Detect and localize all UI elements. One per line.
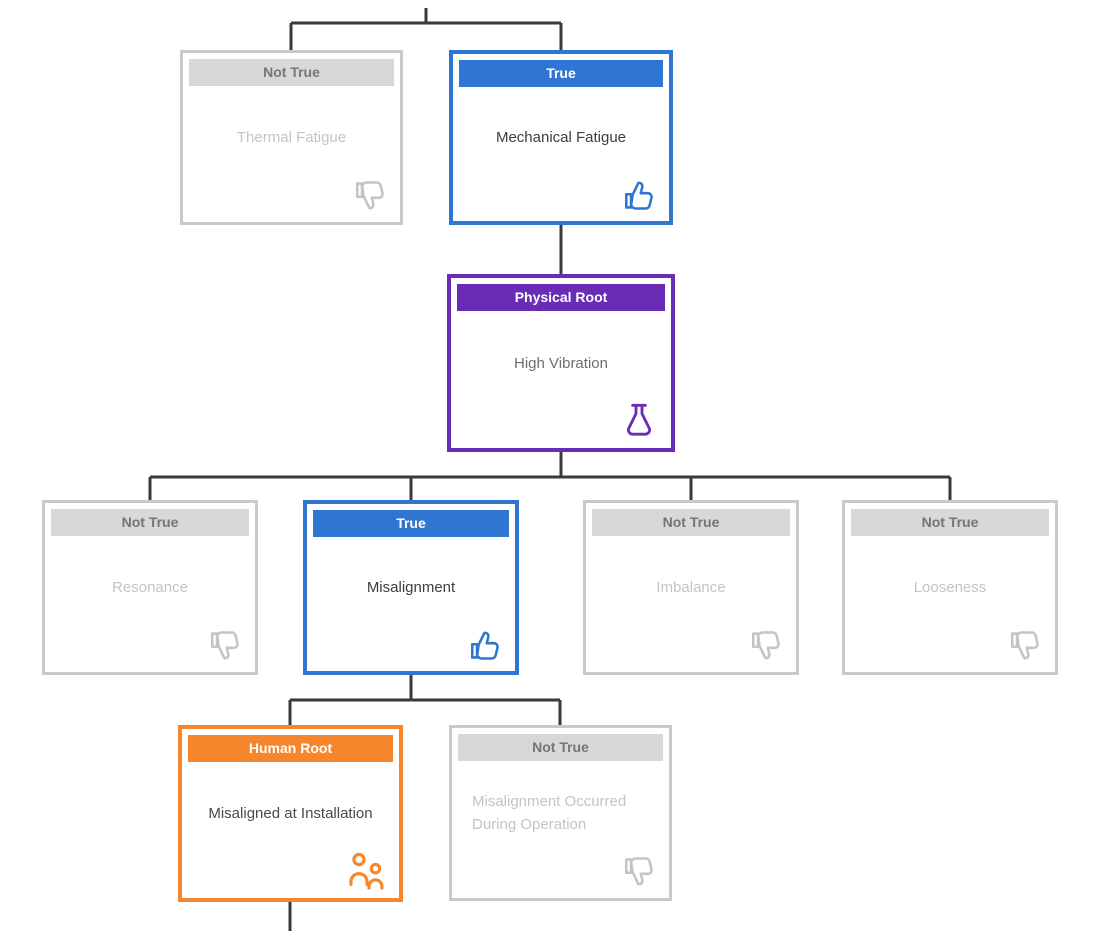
- thumbs-down-icon[interactable]: [352, 178, 388, 214]
- node-misalignment[interactable]: True Misalignment: [303, 500, 519, 675]
- node-misalignment-during-operation[interactable]: Not True Misalignment Occurred During Op…: [449, 725, 672, 901]
- thumbs-down-icon[interactable]: [207, 628, 243, 664]
- node-label: Looseness: [913, 579, 987, 596]
- node-resonance[interactable]: Not True Resonance: [42, 500, 258, 675]
- flask-icon[interactable]: [619, 400, 659, 440]
- node-thermal-fatigue[interactable]: Not True Thermal Fatigue: [180, 50, 403, 225]
- status-header: True: [313, 510, 509, 537]
- status-header: Human Root: [188, 735, 393, 762]
- node-label: Thermal Fatigue: [236, 129, 347, 146]
- thumbs-up-icon[interactable]: [467, 627, 503, 663]
- status-header: Physical Root: [457, 284, 665, 311]
- node-imbalance[interactable]: Not True Imbalance: [583, 500, 799, 675]
- node-label: Misaligned at Installation: [208, 805, 373, 822]
- status-header: True: [459, 60, 663, 87]
- node-mechanical-fatigue[interactable]: True Mechanical Fatigue: [449, 50, 673, 225]
- thumbs-down-icon[interactable]: [621, 854, 657, 890]
- node-label: Misalignment Occurred During Operation: [472, 792, 627, 833]
- thumbs-up-icon[interactable]: [621, 177, 657, 213]
- thumbs-down-icon[interactable]: [748, 628, 784, 664]
- thumbs-down-icon[interactable]: [1007, 628, 1043, 664]
- node-label: High Vibration: [514, 354, 608, 372]
- people-icon[interactable]: [345, 848, 387, 890]
- status-header: Not True: [851, 509, 1049, 536]
- node-label: Misalignment: [366, 579, 456, 596]
- node-looseness[interactable]: Not True Looseness: [842, 500, 1058, 675]
- node-label: Imbalance: [656, 579, 726, 596]
- node-label: Resonance: [112, 579, 188, 596]
- status-header: Not True: [458, 734, 663, 761]
- node-misaligned-at-installation[interactable]: Human Root Misaligned at Installation: [178, 725, 403, 902]
- status-header: Not True: [51, 509, 249, 536]
- node-label: Mechanical Fatigue: [495, 129, 627, 146]
- status-header: Not True: [189, 59, 394, 86]
- status-header: Not True: [592, 509, 790, 536]
- node-high-vibration[interactable]: Physical Root High Vibration: [447, 274, 675, 452]
